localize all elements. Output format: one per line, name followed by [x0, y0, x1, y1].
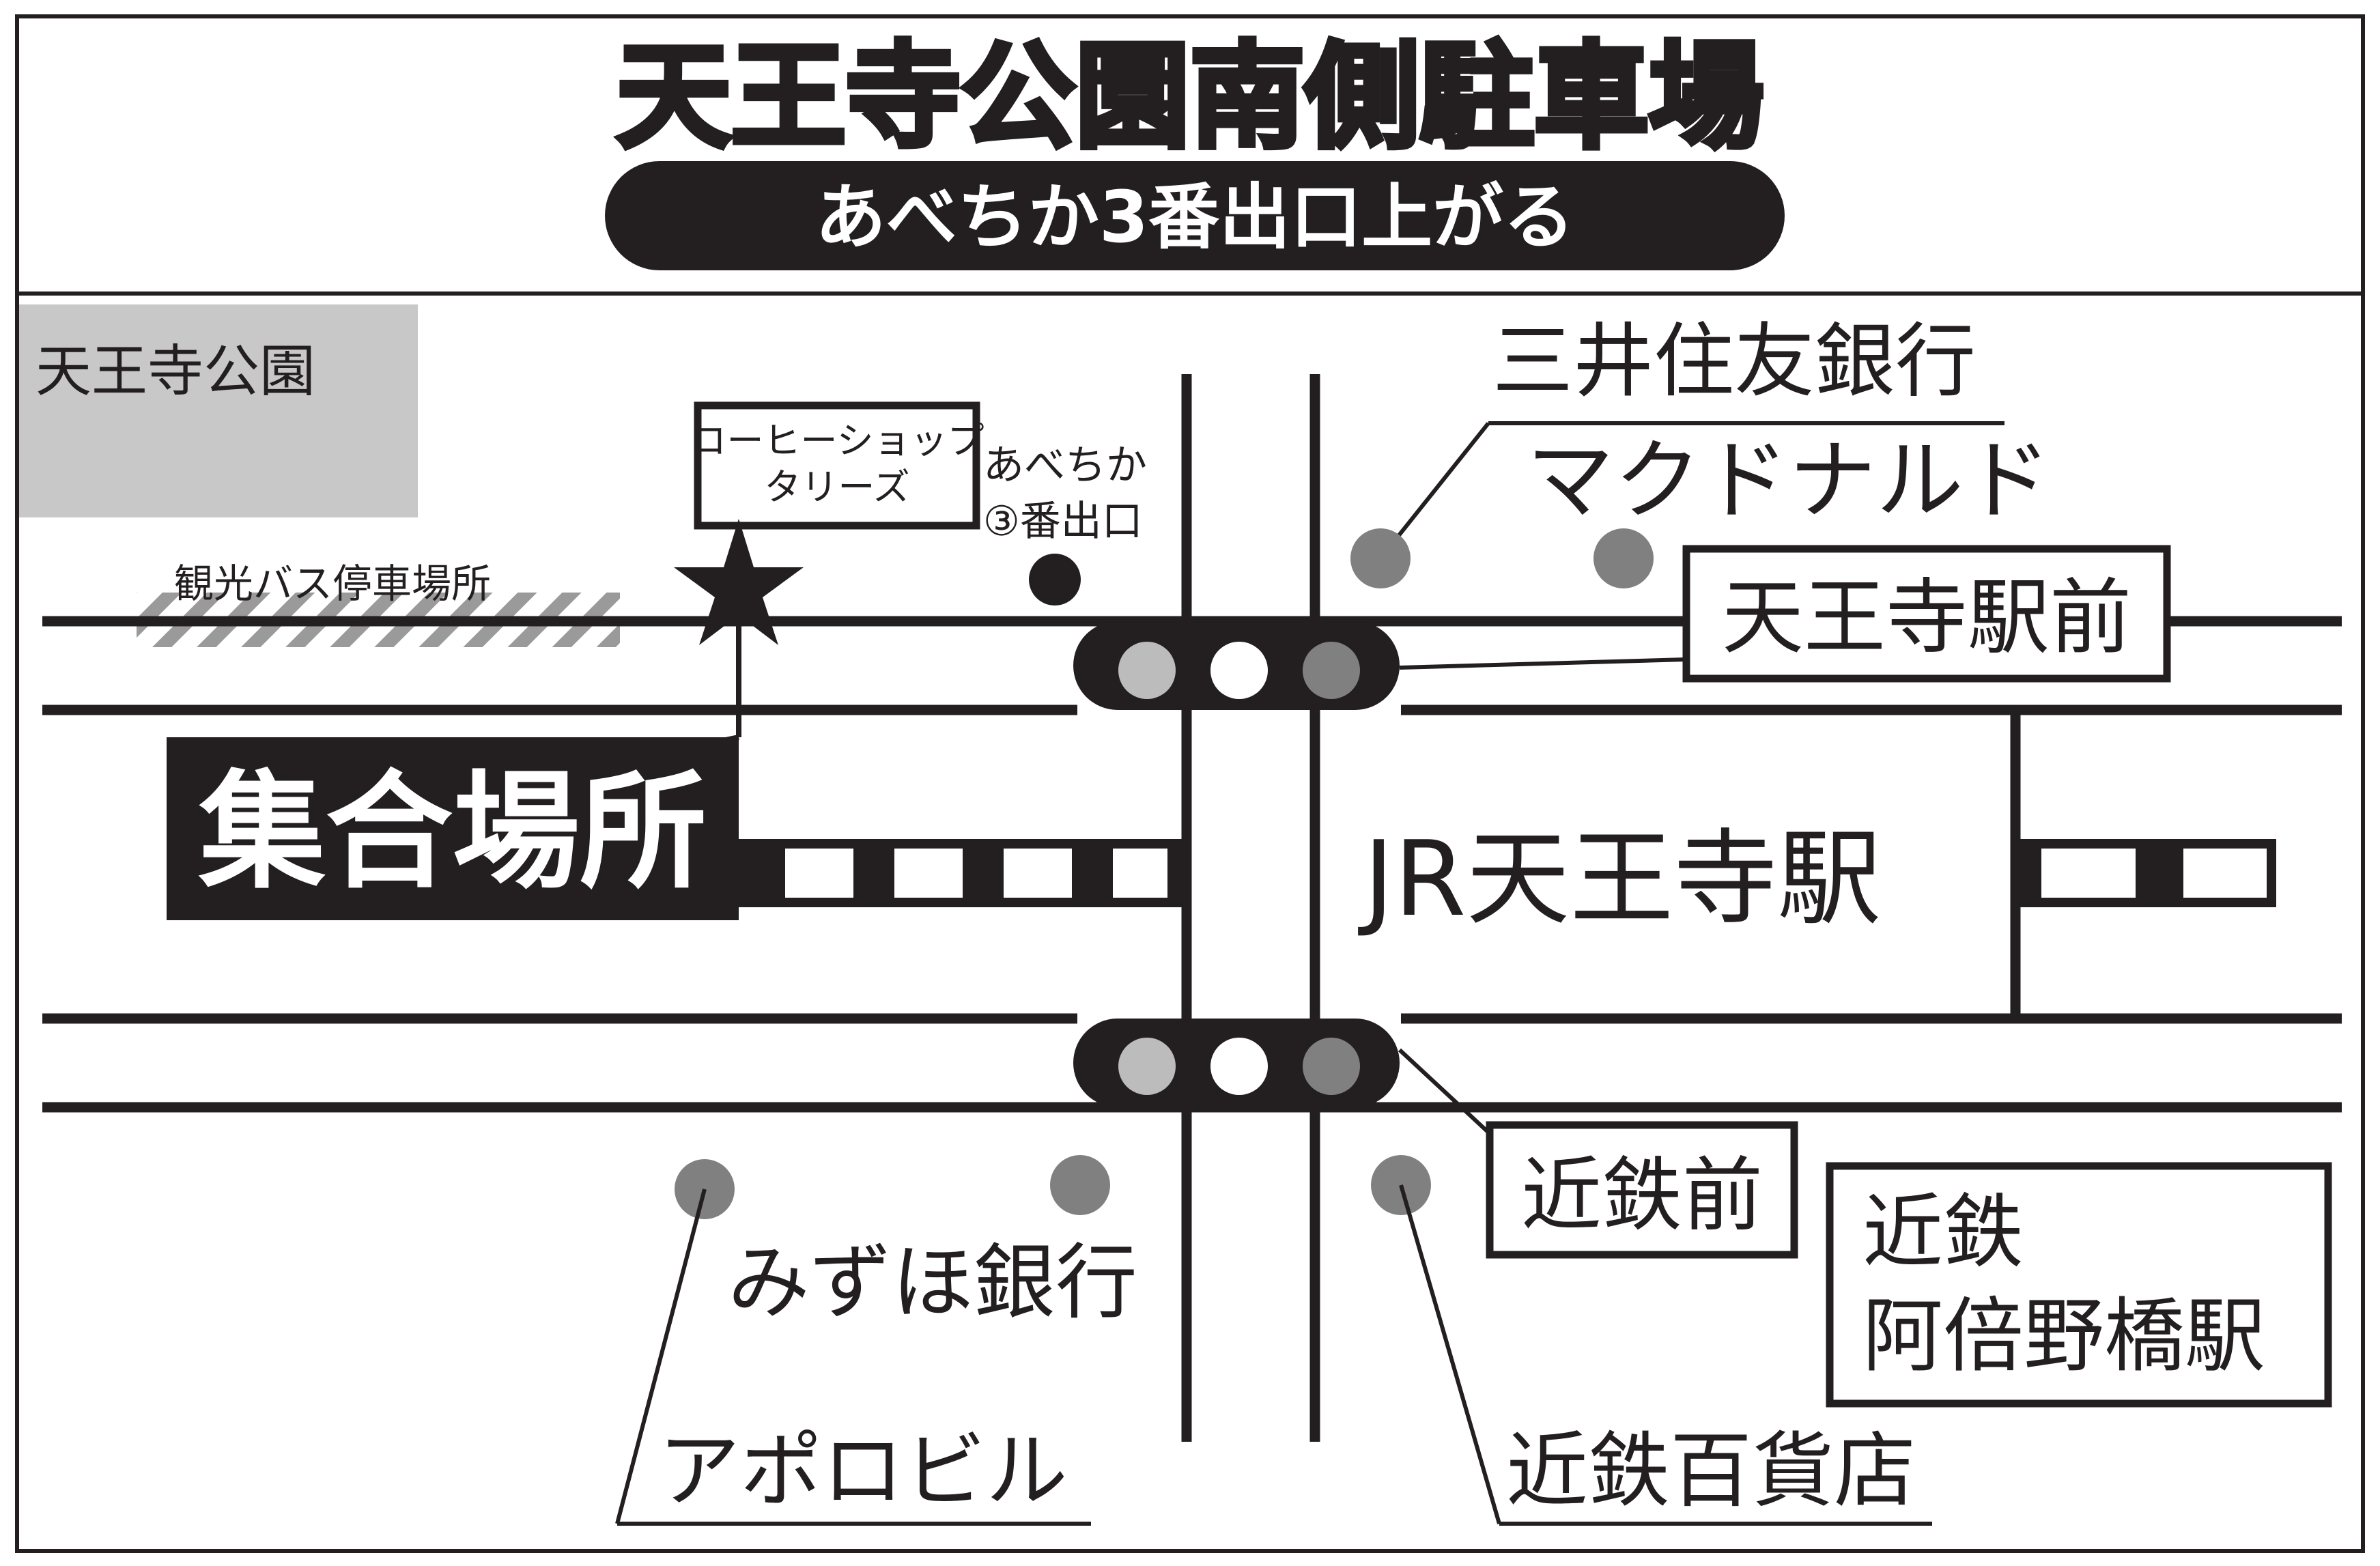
crossing-south-label: 近鉄前 [1521, 1148, 1763, 1242]
crossing-south-box [1486, 1121, 1798, 1259]
subtitle-text: あべちか3番出口上がる [815, 175, 1574, 259]
smbc-label: 三井住友銀行 [1492, 314, 1976, 408]
kintetsu-station-line1: 近鉄 [1862, 1185, 2024, 1279]
meeting-point-label: 集合場所 [198, 758, 707, 906]
jr-station-label: JR天王寺駅 [1358, 818, 1881, 939]
crossing-north-box [1682, 545, 2171, 683]
subtitle-banner [605, 161, 1785, 270]
kintetsu-dept-label: 近鉄百貨店 [1506, 1424, 1916, 1519]
kintetsu-station-line2: 阿倍野橋駅 [1862, 1289, 2265, 1383]
abechika-exit-line2: ③番出口 [983, 498, 1143, 545]
location-pin-icon [1593, 528, 1654, 588]
mizuho-label: みずほ銀行 [728, 1236, 1137, 1330]
crossing-north-label: 天王寺駅前 [1722, 571, 2131, 666]
abechika-exit-line1: あべちか [983, 442, 1147, 489]
traffic-signal-icon [1073, 1019, 1400, 1107]
location-pin-icon [1350, 528, 1411, 588]
meeting-point-box [167, 737, 739, 920]
coffee-shop-line1: コーヒーショップ [690, 419, 984, 462]
apollo-label: アポロビル [658, 1424, 1068, 1519]
railway-ties-right [2015, 844, 2183, 902]
coffee-shop-line2: タリーズ [764, 466, 909, 509]
park-label: 天王寺公園 [36, 339, 315, 404]
tour-bus-label: 観光バス停車場所 [174, 560, 491, 607]
exit-dot-icon [1029, 554, 1081, 606]
mcdonalds-label: マクドナルド [1527, 430, 2051, 532]
page-title: 天王寺公園南側駐車場 [617, 30, 1763, 164]
coffee-shop-box [694, 401, 980, 530]
location-pin-icon [1050, 1155, 1110, 1215]
kintetsu-station-box [1826, 1162, 2332, 1408]
star-icon [674, 519, 804, 645]
park-area [19, 304, 418, 517]
railway-ties-left [744, 844, 1187, 902]
traffic-signal-icon [1073, 621, 1400, 710]
map-frame [15, 14, 2365, 1553]
